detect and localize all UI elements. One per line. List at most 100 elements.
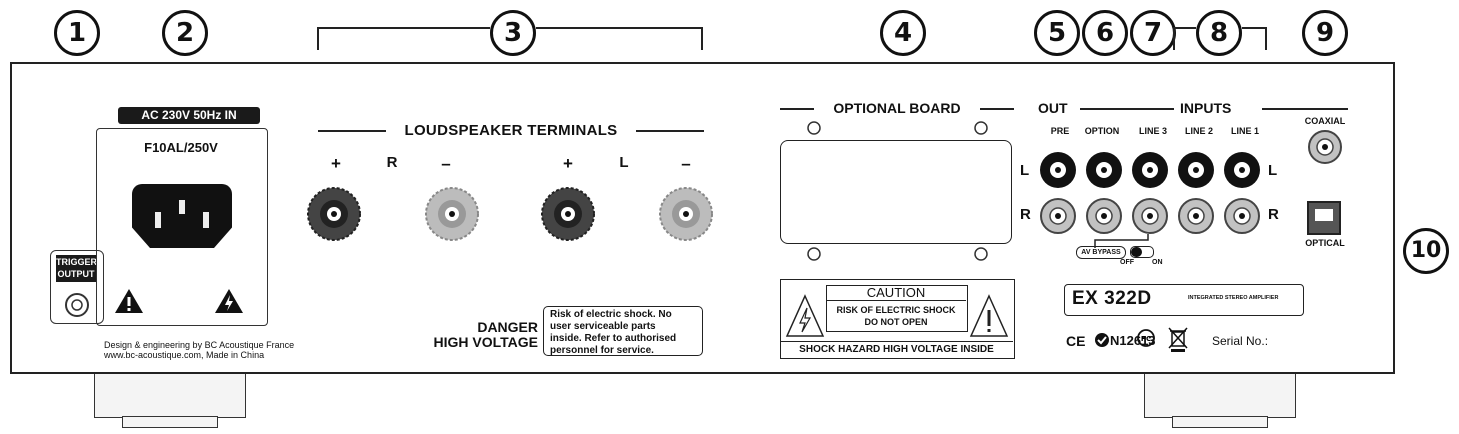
terminal-label-plus-r: +	[331, 154, 341, 173]
serial-label: Serial No.:	[1212, 334, 1269, 348]
terminal-label-minus-l: –	[681, 154, 691, 173]
callout-5: 5	[1034, 10, 1080, 56]
terminal-label-r: R	[386, 154, 398, 171]
callout-9: 9	[1302, 10, 1348, 56]
rca-jacks-right-row[interactable]	[1036, 196, 1272, 236]
ac-input-header: AC 230V 50Hz IN	[118, 107, 260, 124]
pct-mark-icon: PC	[1137, 329, 1155, 347]
left-foot	[94, 372, 246, 418]
label-pre: PRE	[1050, 126, 1070, 136]
channel-l-right: L	[1268, 162, 1278, 179]
av-bypass-switch[interactable]	[1130, 246, 1154, 258]
optional-board-screws	[807, 121, 988, 261]
optical-label: OPTICAL	[1305, 238, 1345, 248]
callout-2: 2	[162, 10, 208, 56]
terminal-label-minus-r: –	[441, 154, 451, 173]
label-line1: LINE 1	[1230, 126, 1259, 136]
out-header: OUT	[1038, 100, 1068, 116]
channel-r-left: R	[1020, 206, 1031, 223]
coaxial-jack[interactable]	[1306, 128, 1344, 166]
callout-6: 6	[1082, 10, 1128, 56]
callout-10: 10	[1403, 228, 1449, 274]
optional-board-rule-left	[780, 108, 814, 110]
rca-jacks-left-row[interactable]	[1036, 150, 1272, 190]
label-option: OPTION	[1084, 126, 1120, 136]
channel-r-right: R	[1268, 206, 1279, 223]
caution-exclamation-icon	[969, 294, 1009, 337]
inputs-rule	[1262, 108, 1348, 110]
fuse-rating: F10AL/250V	[144, 140, 218, 155]
design-credit: Design & engineering by BC Acoustique Fr…	[104, 340, 294, 360]
danger-warning: DANGER HIGH VOLTAGE	[420, 320, 538, 350]
loudspeaker-rule-left	[318, 130, 386, 132]
shock-line-3: inside. Refer to authorised	[550, 333, 677, 344]
callout-7: 7	[1130, 10, 1176, 56]
caution-label	[780, 279, 1015, 359]
speaker-terminal-left-positive[interactable]	[540, 186, 596, 242]
inputs-header: INPUTS	[1180, 100, 1232, 116]
callout-brackets	[317, 27, 1267, 50]
av-bypass-off: OFF	[1120, 259, 1134, 266]
optional-board-slot[interactable]	[780, 140, 1012, 244]
optional-board-rule-right	[980, 108, 1014, 110]
model-description: INTEGRATED STEREO AMPLIFIER	[1188, 295, 1279, 301]
speaker-terminal-right-negative[interactable]	[424, 186, 480, 242]
optical-port[interactable]	[1306, 200, 1342, 236]
shock-warning-box: Risk of electric shock. No user servicea…	[543, 306, 703, 356]
design-credit-line-2: www.bc-acoustique.com, Made in China	[104, 350, 265, 360]
out-rule	[1080, 108, 1174, 110]
shock-line-4: personnel for service.	[550, 345, 654, 356]
trigger-label-1: TRIGGER	[56, 257, 98, 267]
svg-text:PC: PC	[1141, 335, 1151, 343]
model-plate	[1064, 284, 1304, 316]
caution-footer: SHOCK HAZARD HIGH VOLTAGE INSIDE	[780, 341, 1013, 355]
ac-inlet-box	[96, 128, 268, 326]
optional-board-title: OPTIONAL BOARD	[833, 100, 961, 116]
socket-pin-center	[179, 200, 185, 214]
label-line2: LINE 2	[1184, 126, 1213, 136]
model-name: EX 322D	[1072, 288, 1152, 309]
coaxial-label: COAXIAL	[1304, 116, 1346, 126]
callout-3: 3	[490, 10, 536, 56]
design-credit-line-1: Design & engineering by BC Acoustique Fr…	[104, 340, 295, 350]
caution-lightning-icon	[785, 294, 825, 337]
n-number: N12613	[1110, 333, 1156, 348]
caution-line-2: DO NOT OPEN	[864, 317, 928, 327]
av-bypass-label: AV BYPASS	[1076, 246, 1126, 259]
callout-1: 1	[54, 10, 100, 56]
channel-l-left: L	[1020, 162, 1030, 179]
warning-exclamation-icon	[115, 289, 143, 313]
trigger-jack[interactable]	[64, 292, 90, 318]
socket-pin-right	[203, 212, 209, 228]
shock-line-1: Risk of electric shock. No	[550, 309, 672, 320]
ctick-icon	[1095, 333, 1109, 347]
socket-pin-left	[155, 212, 161, 228]
callout-8: 8	[1196, 10, 1242, 56]
speaker-terminal-right-positive[interactable]	[306, 186, 362, 242]
shock-line-2: user serviceable parts	[550, 321, 656, 332]
terminal-label-plus-l: +	[563, 154, 573, 173]
weee-bin-icon	[1168, 327, 1188, 352]
right-foot	[1144, 372, 1296, 418]
ce-mark: CE	[1066, 333, 1086, 349]
caution-line-1: RISK OF ELECTRIC SHOCK	[836, 305, 956, 315]
av-bypass-bracket	[1094, 234, 1149, 248]
danger-line-2: HIGH VOLTAGE	[433, 334, 538, 350]
right-foot-base	[1172, 416, 1268, 428]
danger-line-1: DANGER	[477, 319, 538, 335]
loudspeaker-title: LOUDSPEAKER TERMINALS	[404, 122, 618, 139]
caution-text-box	[826, 285, 968, 332]
speaker-terminal-left-negative[interactable]	[658, 186, 714, 242]
caution-title: CAUTION	[826, 286, 966, 301]
left-foot-base	[122, 416, 218, 428]
av-bypass-switch-knob	[1131, 247, 1142, 257]
callout-4: 4	[880, 10, 926, 56]
av-bypass-on: ON	[1152, 259, 1163, 266]
iec-power-socket[interactable]	[132, 184, 232, 248]
trigger-label-box: TRIGGER OUTPUT	[56, 255, 98, 282]
loudspeaker-rule-right	[636, 130, 704, 132]
trigger-label-2: OUTPUT	[57, 269, 95, 279]
terminal-label-l: L	[619, 154, 629, 171]
label-line3: LINE 3	[1138, 126, 1167, 136]
warning-lightning-icon	[215, 289, 243, 313]
